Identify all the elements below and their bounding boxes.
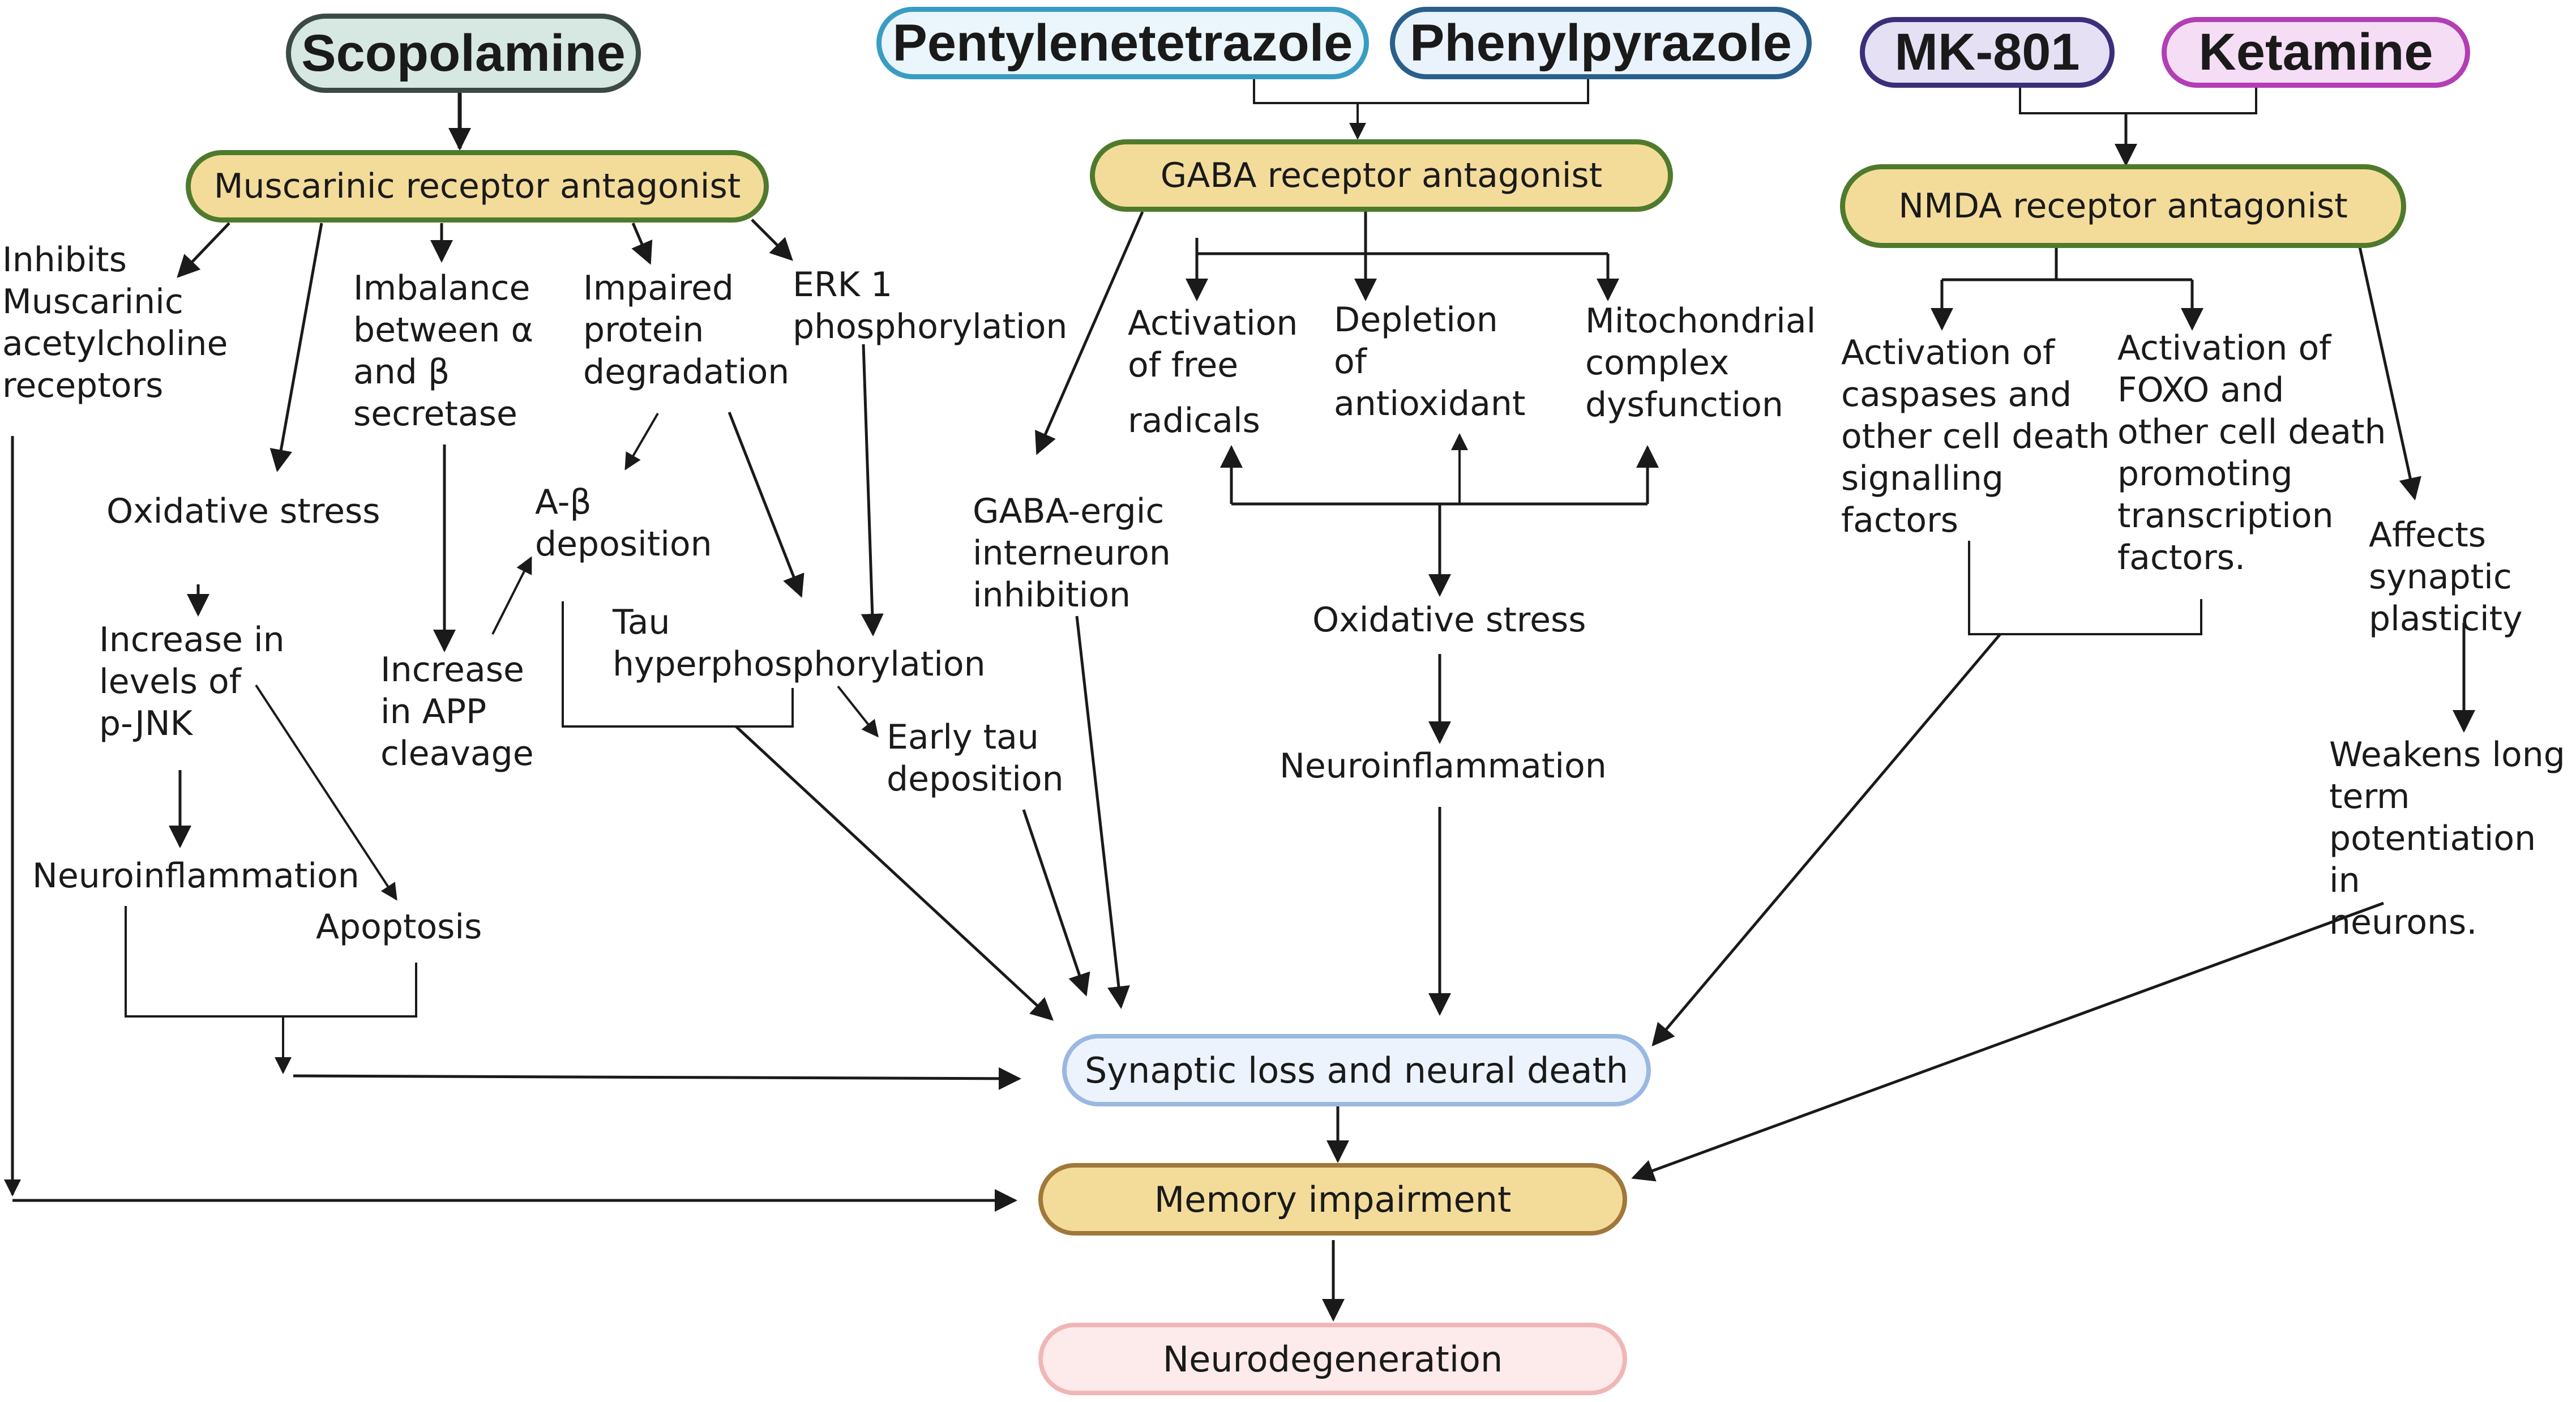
label-neuroinflammation-gaba: Neuroinflammation [1280,746,1607,786]
gaba-branch-connectors [1035,77,1659,1016]
outcome-connectors [1322,1105,1349,1322]
scopolamine-node: Scopolamine [286,14,641,93]
arrow-bracket-to-synaptic [293,1067,1021,1090]
arrow-muscarinic-to-inhibits [177,222,230,278]
mk801-node: MK-801 [1860,17,2115,88]
label-mitochondrial: Mitochondrial complex dysfunction [1585,301,1816,425]
label-gaba-interneuron: GABA-ergic interneuron inhibition [973,491,1171,615]
arrow-early-tau-to-synaptic [1022,809,1090,997]
pentylenetetrazole-node: Pentylenetetrazole [876,7,1369,79]
synaptic-loss-node: Synaptic loss and neural death [1062,1034,1651,1106]
arrow-muscarinic-to-impaired [631,223,653,265]
label-impaired-protein: Impaired protein degradation [583,268,790,392]
ketamine-node: Ketamine [2162,17,2470,88]
label-foxo: Activation of FOXO and other cell death … [2117,328,2386,578]
arrow-muscarinic-to-oxidative [269,223,323,472]
label-imbalance-secretase: Imbalance between α and β secretase [353,268,534,434]
memory-impairment-node: Memory impairment [1038,1163,1627,1236]
arrow-bracket-tau-to-synaptic [735,725,1054,1021]
arrow-nmda-to-plasticity [2358,246,2421,501]
gaba-antagonist-node: GABA receptor antagonist [1090,139,1673,212]
label-ab-deposition: A-β deposition [535,482,712,564]
label-antioxidant: Depletion of antioxidant [1334,300,1526,424]
arrow-interneuron-to-synaptic [1075,615,1130,1009]
label-weakens-ltp: Weakens long term potentiation in neuron… [2329,735,2565,942]
arrow-pjnk-to-apoptosis [255,684,397,901]
label-neuroinflammation-scop: Neuroinflammation [32,856,360,896]
label-early-tau: Early tau deposition [887,717,1064,799]
bracket-neuroinflammation-apoptosis [125,906,417,1018]
label-app-cleavage: Increase in APP cleavage [380,650,534,773]
arrow-gaba-to-interneuron [1035,211,1144,455]
label-erk-phosphorylation: ERK 1 phosphorylation [793,265,1068,347]
label-p-jnk: Increase in levels of p-JNK [99,620,285,743]
arrow-muscarinic-to-erk [751,219,793,261]
label-tau-hyperphosphorylation: Tau hyperphosphorylation [613,602,986,684]
label-apoptosis: Apoptosis [316,907,482,947]
muscarinic-antagonist-node: Muscarinic receptor antagonist [186,150,769,223]
bracket-ab-tau [562,601,794,728]
label-synaptic-plasticity: Affects synaptic plasticity [2369,515,2523,639]
arrow-tau-to-early-tau [837,685,879,738]
label-inhibits-muscarinic: Inhibits Muscarinic acetylcholine recept… [2,240,228,405]
bracket-caspases-foxo [1968,541,2202,635]
label-free-radicals-bottom: radicals [1128,401,1260,441]
scopolamine-branch-connectors [4,93,1090,1212]
label-free-radicals-top: Activation of free [1128,304,1298,385]
neurodegeneration-node: Neurodegeneration [1038,1323,1627,1395]
bracket-ptz-phenylpyrazole [1253,77,1589,104]
arrow-bracket-nmda-to-synaptic [1651,633,2001,1047]
nmda-antagonist-node: NMDA receptor antagonist [1840,164,2406,248]
phenylpyrazole-node: Phenylpyrazole [1390,7,1812,79]
label-caspases: Activation of caspases and other cell de… [1841,333,2110,540]
label-oxidative-stress-scop: Oxidative stress [106,491,380,531]
arrow-impaired-to-tau [728,412,805,598]
arrow-ltp-to-memory [1631,901,2384,1182]
arrow-app-to-ab [491,556,532,635]
nmda-branch-connectors [1631,84,2475,1182]
arrow-erk-to-tau [861,344,884,636]
label-oxidative-stress-gaba: Oxidative stress [1312,600,1586,640]
arrow-impaired-to-ab [624,412,659,471]
bracket-mk801-ketamine [2019,84,2257,114]
